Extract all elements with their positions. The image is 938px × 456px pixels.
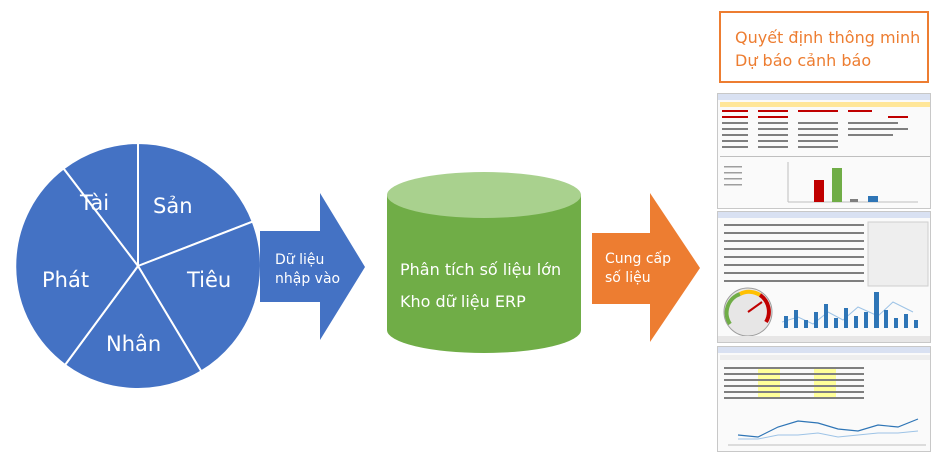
report-screenshot-1 [717, 93, 931, 209]
input-arrow-line-1: Dữ liệu [275, 252, 325, 268]
wheel-label-san: Sản [153, 194, 193, 218]
data-warehouse-cylinder [387, 172, 581, 353]
report-table-thumbnail [718, 94, 930, 203]
dashboard-thumbnail [718, 212, 930, 342]
wheel-label-tieu: Tiêu [187, 268, 232, 292]
input-arrow-label: Dữ liệu nhập vào [275, 251, 340, 289]
output-arrow [592, 193, 700, 342]
wheel-label-phat: Phát [42, 268, 90, 292]
output-arrow-line-1: Cung cấp [605, 251, 672, 267]
input-arrow-line-2: nhập vào [275, 271, 341, 287]
decision-box: Quyết định thông minh Dự báo cảnh báo [719, 11, 929, 83]
wheel-segment-nhan [63, 264, 203, 390]
wheel-segment-tieu [136, 220, 262, 373]
wheel-label-nhan: Nhân [106, 332, 162, 356]
cylinder-line-2: Kho dữ liệu ERP [400, 292, 526, 311]
report-screenshot-2 [717, 211, 931, 343]
decision-line-1: Quyết định thông minh [735, 28, 921, 47]
business-wheel [14, 141, 262, 390]
decision-line-2: Dự báo cảnh báo [735, 51, 872, 70]
output-arrow-line-2: số liệu [605, 270, 651, 286]
output-arrow-label: Cung cấp số liệu [605, 250, 671, 288]
report-screenshot-3 [717, 346, 931, 452]
wheel-segment-phat [14, 167, 140, 367]
wheel-label-tai: Tài [80, 191, 110, 215]
wheel-segment-tai [62, 141, 139, 269]
cylinder-line-1: Phân tích số liệu lớn [400, 260, 562, 279]
line-chart-thumbnail [718, 347, 930, 446]
input-arrow [260, 193, 365, 340]
wheel-segment-san [137, 141, 254, 268]
